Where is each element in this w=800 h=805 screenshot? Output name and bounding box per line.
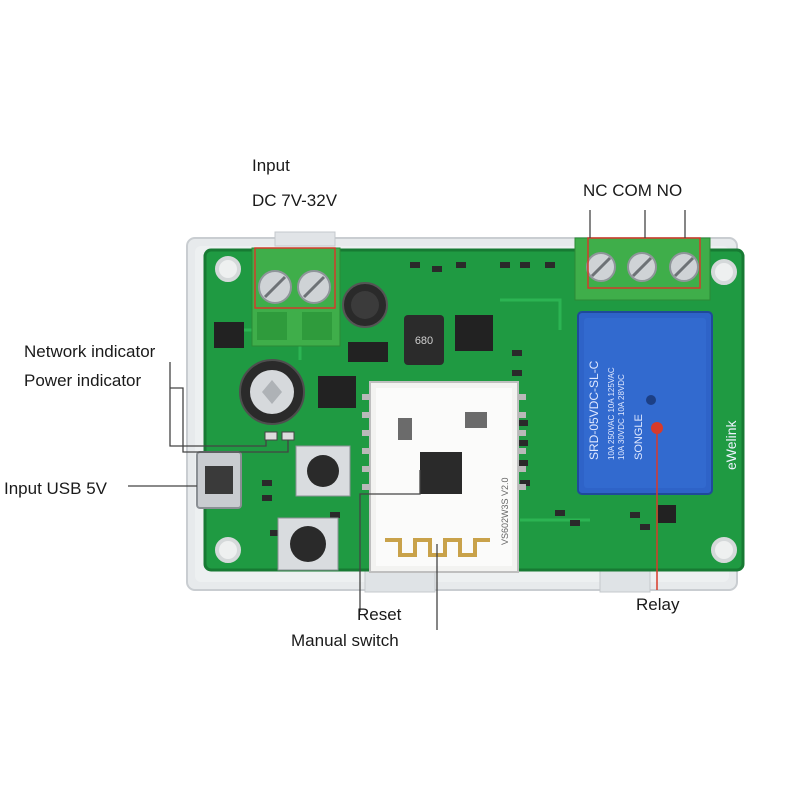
callout-reset xyxy=(359,470,421,612)
capacitor xyxy=(239,359,305,425)
relay-rating-text-2: 10A 30VDC 10A 28VDC xyxy=(617,374,626,460)
input-highlight-box xyxy=(254,247,336,309)
network-led xyxy=(264,431,278,441)
relay-component: SRD-05VDC-SL-C 10A 250VAC 10A 125VAC 10A… xyxy=(577,311,739,495)
transistor xyxy=(658,505,676,523)
input-usb-label: Input USB 5V xyxy=(4,479,108,498)
callout-power-indicator xyxy=(170,387,289,453)
reset-button xyxy=(295,445,351,497)
output-terminal-block xyxy=(574,237,711,301)
ic-chip xyxy=(348,342,388,362)
capacitor xyxy=(342,282,388,328)
regulator-chip xyxy=(455,315,493,351)
input-voltage-label: DC 7V-32V xyxy=(252,191,338,210)
brand-text: eWelink xyxy=(723,419,739,470)
nc-com-no-label: NC COM NO xyxy=(583,181,683,200)
manual-switch-button xyxy=(277,517,339,571)
mounting-hole xyxy=(711,259,737,285)
input-title-label: Input xyxy=(252,156,290,175)
power-indicator-label: Power indicator xyxy=(24,371,142,390)
regulator-chip xyxy=(214,322,244,348)
wifi-chip xyxy=(420,452,462,494)
wifi-module: VS602W3S V2.0 xyxy=(362,381,526,573)
ic-chip xyxy=(318,376,356,408)
reset-label: Reset xyxy=(357,605,402,624)
network-indicator-label: Network indicator xyxy=(24,342,156,361)
relay-model-text: SRD-05VDC-SL-C xyxy=(587,360,601,460)
manual-switch-label: Manual switch xyxy=(291,631,399,650)
smd-components xyxy=(262,262,650,536)
output-highlight-box xyxy=(587,237,701,289)
mounting-hole xyxy=(215,537,241,563)
inductor-label: 680 xyxy=(415,335,433,347)
mounting-hole xyxy=(215,256,241,282)
input-terminal-block xyxy=(251,247,341,347)
relay-brand-text: SONGLE xyxy=(633,414,645,460)
usb-port xyxy=(196,451,242,509)
relay-label: Relay xyxy=(636,595,680,614)
power-led xyxy=(281,431,295,441)
callout-lines xyxy=(128,210,686,630)
callout-network-indicator xyxy=(169,362,267,447)
mounting-hole xyxy=(711,537,737,563)
module-id-text: VS602W3S V2.0 xyxy=(500,477,510,545)
relay-marker-dot xyxy=(651,422,663,434)
inductor: 680 xyxy=(404,315,444,365)
relay-rating-text-1: 10A 250VAC 10A 125VAC xyxy=(607,367,616,460)
